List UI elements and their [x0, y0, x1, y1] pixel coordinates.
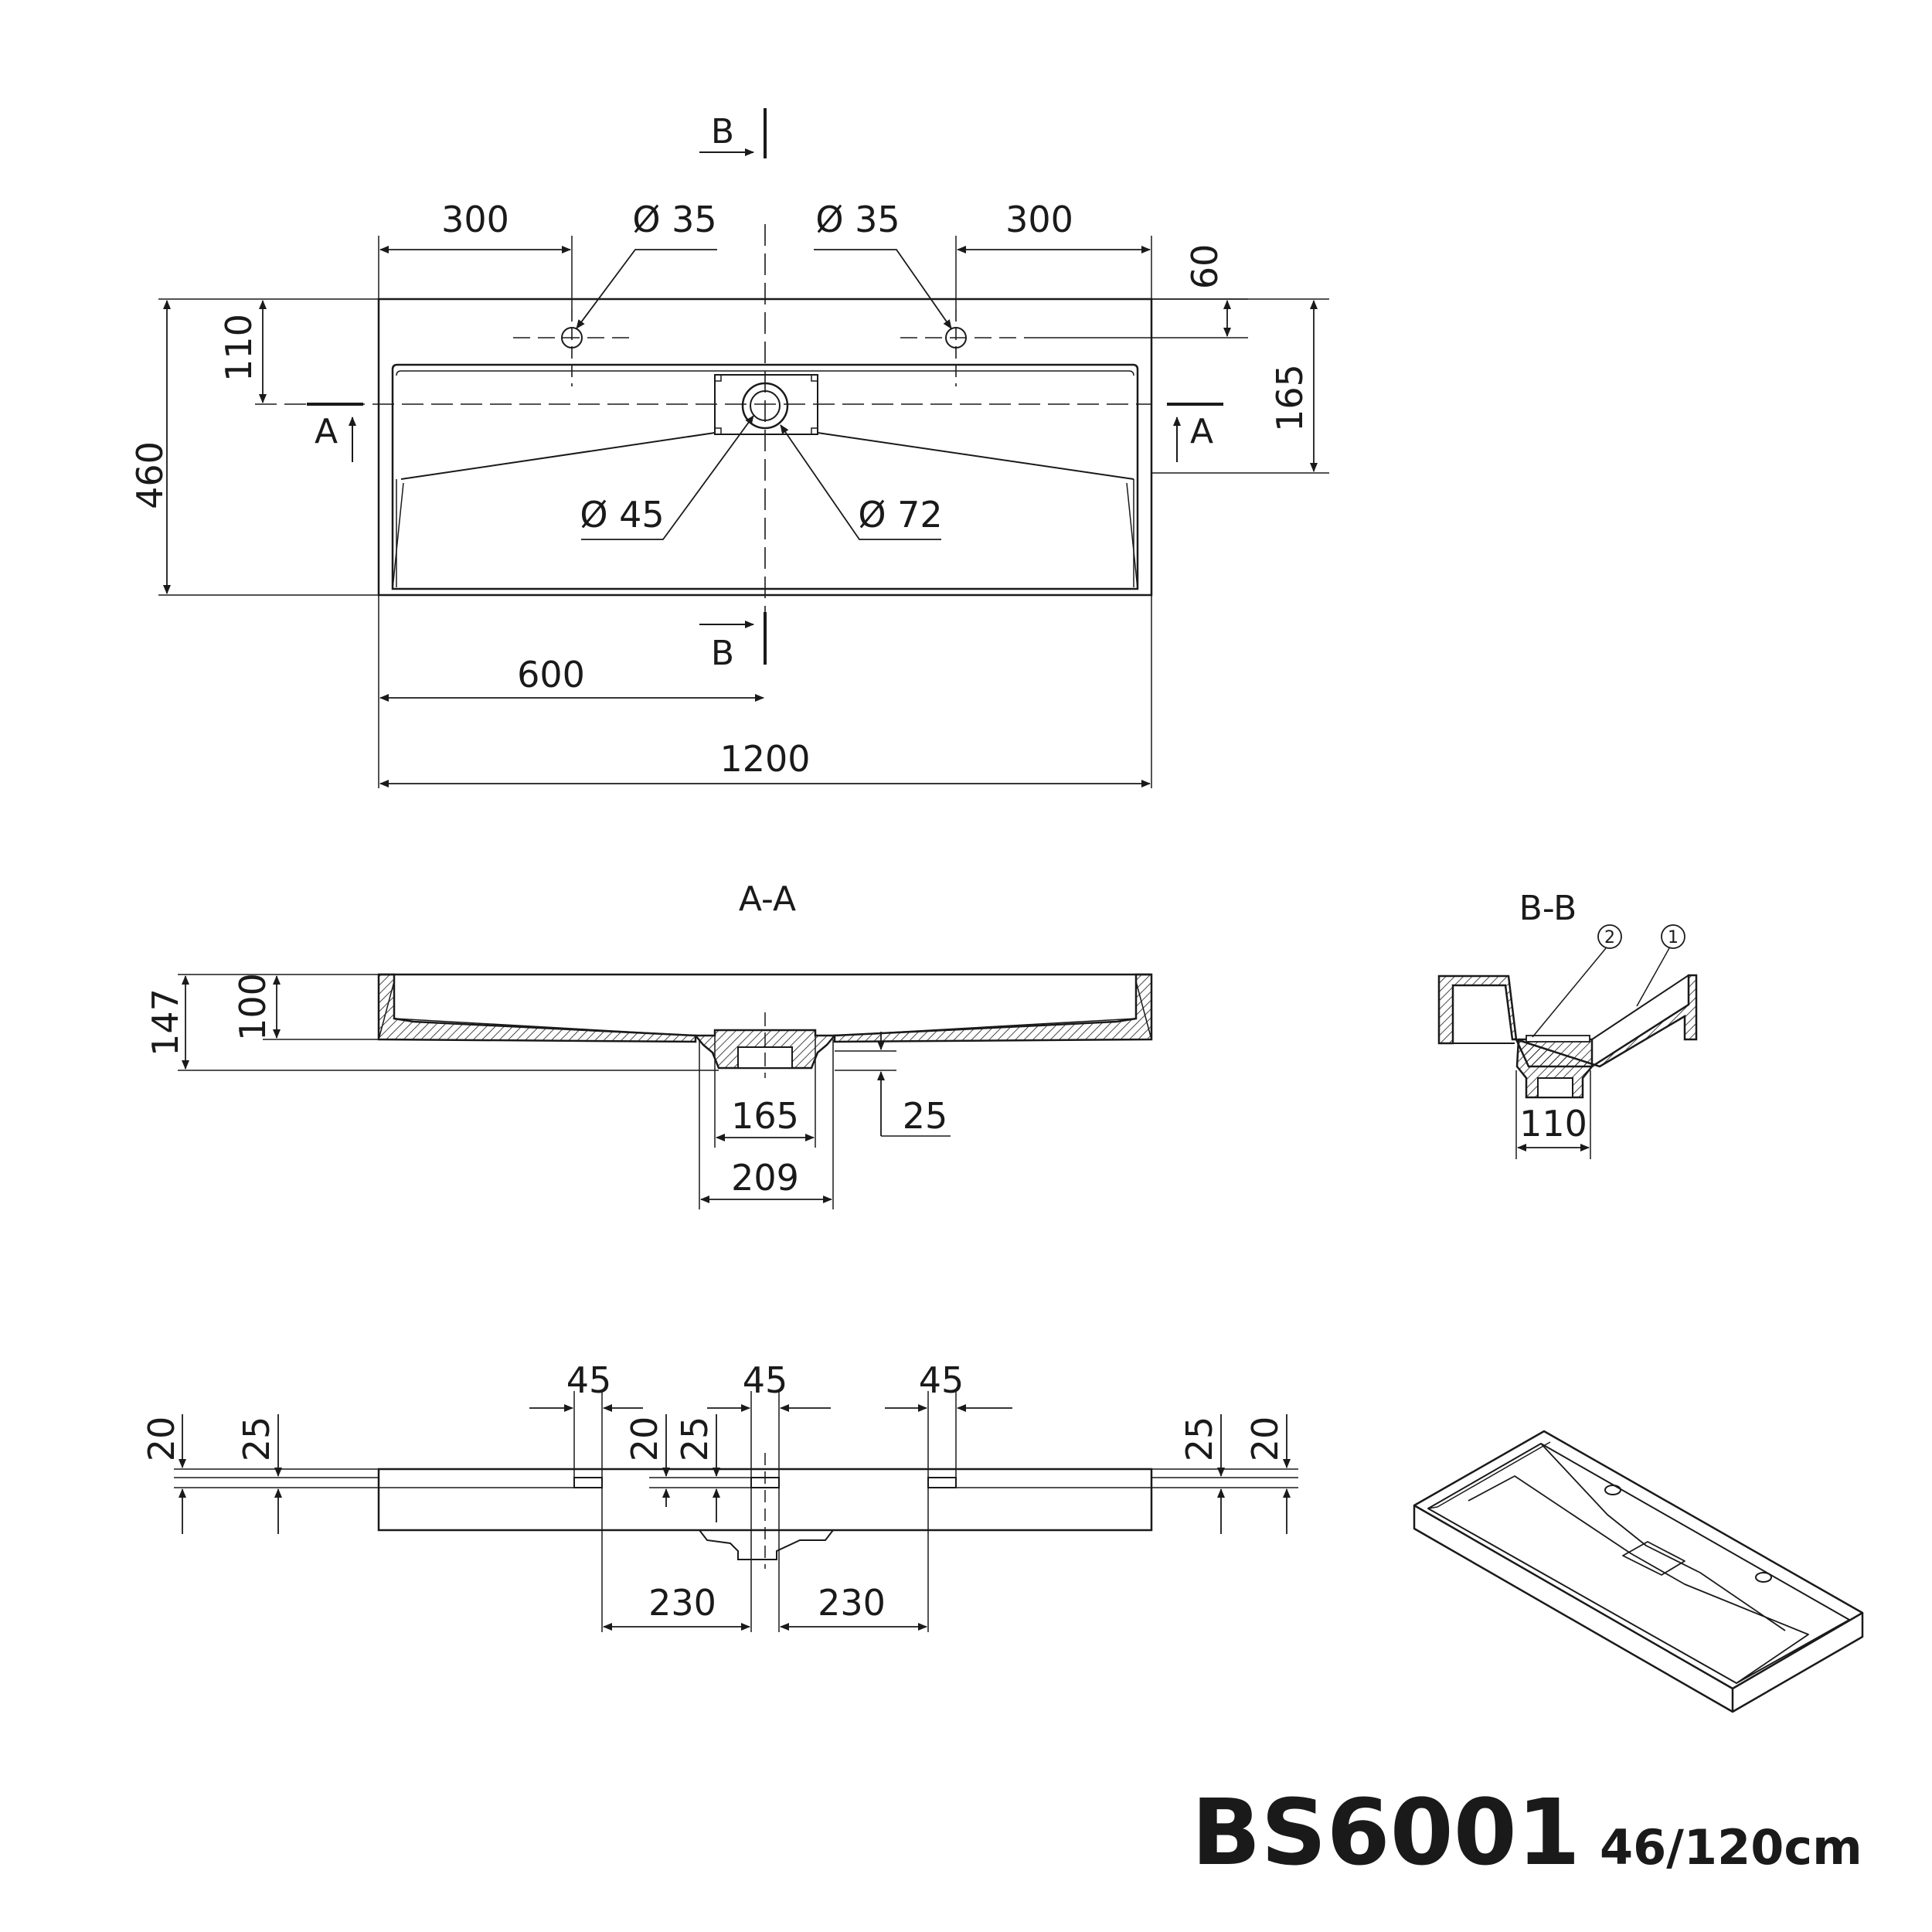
section-a-right-label: A	[1190, 412, 1213, 451]
section-b-top-label: B	[711, 112, 734, 151]
model-size: 46/120cm	[1600, 1819, 1862, 1876]
dim-300-left: 300	[441, 199, 509, 240]
front-drain	[699, 1529, 834, 1560]
plan-labels: B B A A 300 300 Ø 35 Ø 35 60 110 460 165…	[129, 112, 1311, 780]
dim-45-b: 45	[743, 1359, 788, 1401]
front-labels: 45 45 45 20 25 20 25 25 20 230 230	[141, 1359, 1286, 1624]
plan-view	[158, 108, 1329, 788]
isometric-view	[1413, 1430, 1864, 1713]
dim-600: 600	[517, 654, 585, 696]
dim-110: 110	[218, 314, 260, 382]
dim-45-a: 45	[566, 1359, 612, 1401]
section-a-left-label: A	[315, 412, 338, 451]
dim-165-right: 165	[1269, 364, 1311, 432]
dim-bb-110: 110	[1519, 1103, 1587, 1145]
section-aa	[178, 973, 1153, 1209]
section-aa-labels: A-A 147 100 165 25 209	[145, 879, 947, 1199]
dim-45-c: 45	[919, 1359, 964, 1401]
section-bb-labels: B-B 2 1 110	[1519, 889, 1679, 1145]
section-bb-back-wall	[1437, 975, 1518, 1045]
model-number: BS6001	[1192, 1779, 1580, 1886]
dim-147: 147	[145, 988, 186, 1056]
dim-300-right: 300	[1005, 199, 1073, 240]
dim-230-left: 230	[648, 1582, 716, 1624]
section-aa-right-wall	[833, 973, 1153, 1043]
dim-460: 460	[129, 441, 171, 509]
dim-209: 209	[731, 1157, 799, 1199]
dim-dia35-right: Ø 35	[815, 199, 900, 240]
dim-aa-165: 165	[731, 1095, 799, 1137]
section-b-bottom-label: B	[711, 634, 734, 673]
dim-230-right: 230	[818, 1582, 886, 1624]
front-view	[174, 1391, 1298, 1632]
dim-100: 100	[232, 973, 274, 1041]
dim-20-left: 20	[141, 1417, 182, 1462]
dim-20-right: 20	[1244, 1417, 1286, 1462]
section-aa-left-wall	[377, 973, 697, 1043]
dim-20-mid: 20	[624, 1417, 665, 1462]
plan-bowl	[391, 363, 1139, 590]
dim-aa-25: 25	[903, 1095, 948, 1137]
section-bb-title: B-B	[1519, 889, 1577, 928]
dim-dia72: Ø 72	[858, 494, 942, 536]
dim-1200: 1200	[719, 738, 810, 780]
dim-25-left: 25	[236, 1417, 277, 1462]
dim-25-mid: 25	[674, 1417, 716, 1462]
section-aa-title: A-A	[739, 879, 796, 919]
dim-dia35-left: Ø 35	[632, 199, 716, 240]
dim-dia45: Ø 45	[580, 494, 664, 536]
dim-25-right: 25	[1179, 1417, 1220, 1462]
title-block: BS6001 46/120cm	[1192, 1779, 1862, 1886]
dim-60: 60	[1184, 244, 1226, 290]
callout-1: 1	[1668, 928, 1679, 947]
callout-2: 2	[1604, 928, 1615, 947]
section-bb	[1437, 924, 1698, 1159]
iso-bowl	[1427, 1443, 1850, 1684]
